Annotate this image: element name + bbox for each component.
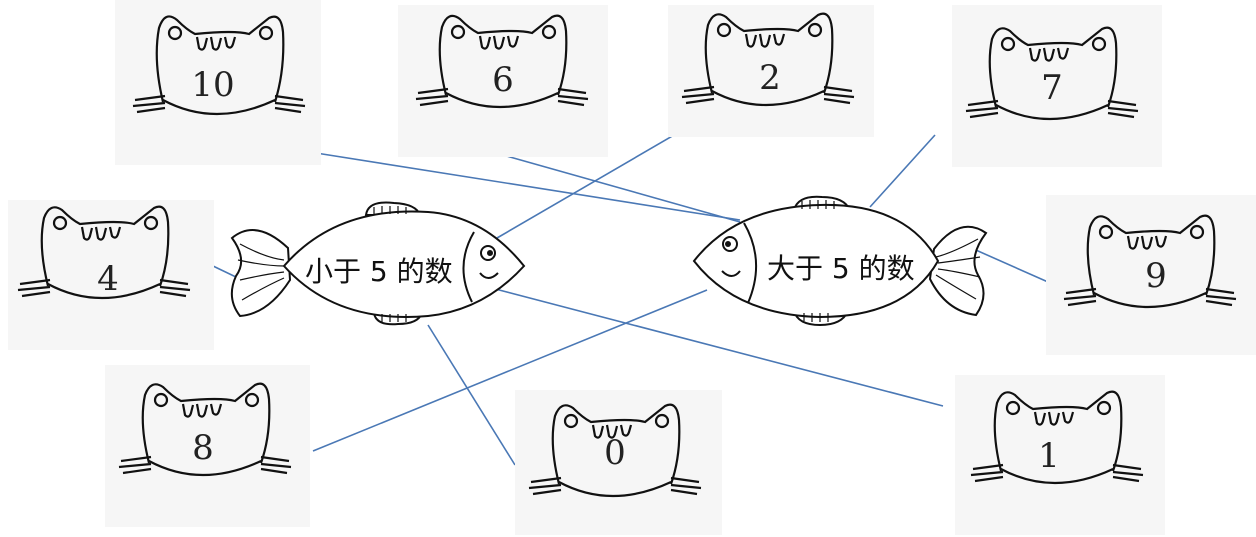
cat-face-icon xyxy=(1063,214,1237,308)
fish-label-less: 小于 5 的数 xyxy=(305,255,453,288)
cat-card-7[interactable]: 7 xyxy=(952,5,1162,167)
cat-card-10[interactable]: 10 xyxy=(115,0,321,165)
cat-card-6[interactable]: 6 xyxy=(398,5,608,157)
cat-number: 0 xyxy=(604,433,626,473)
cat-face-icon xyxy=(970,390,1144,484)
cat-number: 10 xyxy=(191,65,235,105)
cat-card-9[interactable]: 9 xyxy=(1046,195,1256,355)
cat-face-icon xyxy=(528,403,702,497)
cat-number: 2 xyxy=(759,58,781,98)
cat-face-icon xyxy=(965,26,1139,120)
cat-card-1[interactable]: 1 xyxy=(955,375,1165,535)
cat-number: 4 xyxy=(97,259,119,299)
fish-greater-than-5 xyxy=(692,195,988,327)
cat-face-icon xyxy=(17,205,191,299)
cat-number: 8 xyxy=(192,428,214,468)
cat-face-icon xyxy=(132,15,306,115)
cat-face-icon xyxy=(415,14,589,108)
cat-number: 9 xyxy=(1145,256,1167,296)
cat-number: 1 xyxy=(1038,436,1060,476)
cat-card-4[interactable]: 4 xyxy=(8,200,214,350)
cat-face-icon xyxy=(681,12,855,106)
cat-card-0[interactable]: 0 xyxy=(515,390,722,535)
cat-number: 7 xyxy=(1041,68,1063,108)
cat-card-8[interactable]: 8 xyxy=(105,365,310,527)
fish-label-greater: 大于 5 的数 xyxy=(767,252,915,285)
cat-number: 6 xyxy=(492,60,514,100)
line-cat0-to-less xyxy=(427,324,516,466)
fish-less-than-5 xyxy=(230,201,526,326)
cat-card-2[interactable]: 2 xyxy=(668,5,874,137)
cat-face-icon xyxy=(118,382,292,476)
